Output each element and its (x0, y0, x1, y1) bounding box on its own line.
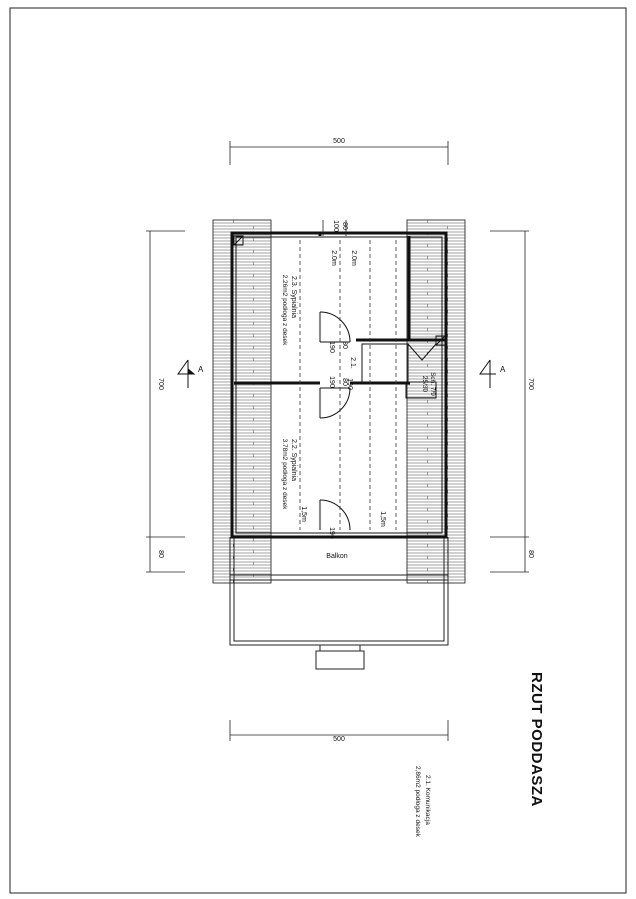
sheet-frame (9, 7, 627, 894)
comm-code: 2.1. (349, 357, 356, 369)
bedroom1-name: 2.3. Sypialnia (290, 276, 297, 318)
section-label-left: A (198, 365, 204, 374)
height-label-15-left: 1,5m (300, 506, 307, 522)
legend-area: 2,86m2 podłoga z desek (414, 766, 421, 838)
section-marker-right (479, 359, 496, 388)
height-label-15-right: 1,5m (379, 511, 386, 527)
dim-right-balcony: 80 (527, 550, 534, 558)
stair-190: 190 (346, 378, 353, 390)
dim-left-balcony: 80 (157, 550, 164, 558)
exterior-walls (230, 231, 448, 539)
dimension-lines (146, 141, 529, 741)
legend-name: 2.1. Komunikacja (424, 775, 431, 825)
door-lower-width: 80 (341, 378, 348, 386)
door-bottom (319, 499, 351, 531)
drawing-title: RZUT PODDASZA (528, 672, 545, 807)
bedroom2-area: 3.78m2 podłoga z desek (281, 439, 288, 511)
dim-left-height: 700 (157, 378, 164, 390)
stair-size: 25/30 (421, 376, 428, 393)
stair-label: Sch. 7/9 (429, 372, 436, 396)
door-lower (319, 387, 351, 419)
balcony-steps (315, 644, 365, 670)
bedroom2-name: 2.2. Sypialnia (290, 439, 297, 481)
dim-bottom-width: 500 (333, 736, 345, 743)
door-upper-width: 80 (341, 341, 348, 349)
height-label-2m-a: 2.0m (330, 250, 337, 266)
interior-partitions (234, 232, 446, 385)
roof-right-eave (406, 219, 466, 584)
section-marker-left (177, 359, 196, 388)
door-bottom-height: 190 (328, 527, 335, 539)
dim-small-80-top: 80 (341, 222, 348, 230)
vent-squares (233, 235, 446, 346)
balcony-outline (229, 537, 449, 646)
door-upper-height: 190 (328, 341, 335, 353)
height-label-2m-b: 2.0m (350, 250, 357, 266)
bedroom1-area: 2.26m2 podłoga z desek (281, 275, 288, 347)
dim-top-width: 500 (333, 138, 345, 145)
door-upper (319, 311, 351, 343)
roof-left-eave (212, 219, 272, 584)
balcony-label: Balkon (326, 553, 348, 560)
ceiling-height-lines (299, 240, 397, 530)
dim-right-height: 700 (527, 378, 534, 390)
staircase (361, 343, 437, 399)
dim-small-100: 100 (332, 220, 339, 232)
section-label-right: A (500, 365, 506, 374)
door-lower-height: 190 (328, 376, 335, 388)
